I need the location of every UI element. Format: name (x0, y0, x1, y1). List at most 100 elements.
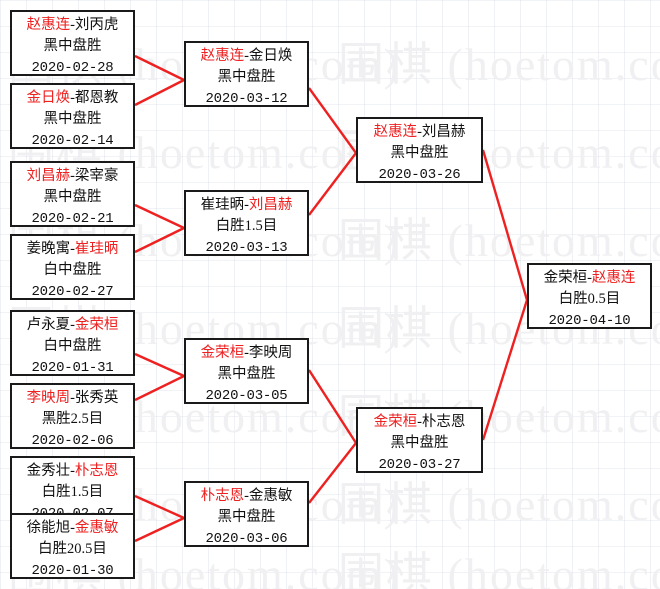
player-separator: - (70, 520, 75, 536)
match-players: 李映周-张秀英 (12, 388, 133, 409)
player-loser: 姜晚寓 (26, 241, 71, 257)
match-players: 金荣桓-李映周 (186, 343, 307, 364)
match-result: 黑中盘胜 (217, 69, 276, 86)
player-loser: 梁宰豪 (74, 168, 119, 184)
match-result: 黑中盘胜 (390, 145, 449, 162)
match-date: 2020-02-21 (31, 210, 114, 227)
match-date: 2020-02-28 (31, 59, 114, 76)
player-winner: 赵惠连 (591, 270, 636, 286)
connector-r1m4-to-r2m2 (134, 226, 185, 254)
match-result: 黑中盘胜 (217, 509, 276, 526)
connector-r1m7-to-r2m4 (134, 494, 185, 520)
connector-r1m3-to-r2m2 (134, 203, 185, 230)
match-result: 黑中盘胜 (43, 189, 102, 206)
watermark-text: 围棋 (hoetom.com) (338, 215, 660, 266)
match-players: 刘昌赫-梁宰豪 (12, 166, 133, 187)
connector-r3m1-to-r4m1 (481, 149, 529, 301)
match-date: 2020-02-06 (31, 432, 114, 449)
match-players: 赵惠连-刘丙虎 (12, 15, 133, 36)
connector-r3m2-to-r4m1 (481, 299, 529, 441)
player-separator: - (70, 390, 75, 406)
match-result: 黑中盘胜 (43, 38, 102, 55)
match-players: 金荣桓-朴志恩 (358, 412, 481, 433)
match-date: 2020-03-13 (205, 239, 288, 256)
match-result: 黑中盘胜 (217, 366, 276, 383)
match-players: 金荣桓-赵惠连 (529, 268, 650, 289)
player-winner: 赵惠连 (26, 17, 71, 33)
match-date: 2020-01-31 (31, 359, 114, 376)
watermark-text: 围棋 (hoetom.com) (338, 479, 660, 530)
player-winner: 金荣桓 (74, 317, 119, 333)
connector-r2m3-to-r3m2 (307, 369, 358, 444)
player-winner: 朴志恩 (74, 463, 119, 479)
player-loser: 刘昌赫 (421, 124, 466, 140)
connector-r2m1-to-r3m1 (308, 87, 357, 154)
match-box-r1m5[interactable]: 卢永夏-金荣桓白中盘胜 2020-01-31 (10, 310, 135, 376)
player-separator: - (417, 414, 422, 430)
match-box-r2m4[interactable]: 朴志恩-金惠敏黑中盘胜 2020-03-06 (184, 481, 309, 547)
connector-r2m4-to-r3m2 (308, 442, 357, 504)
player-winner: 崔珪昞 (74, 241, 119, 257)
match-result: 白胜1.5目 (215, 218, 278, 235)
player-separator: - (70, 90, 75, 106)
player-winner: 朴志恩 (200, 488, 245, 504)
match-date: 2020-02-14 (31, 132, 114, 149)
match-box-r1m8[interactable]: 徐能旭-金惠敏白胜20.5目 2020-01-30 (10, 513, 135, 579)
player-winner: 金日焕 (26, 90, 71, 106)
player-winner: 赵惠连 (373, 124, 418, 140)
player-loser: 徐能旭 (26, 520, 71, 536)
match-result: 白中盘胜 (43, 262, 102, 279)
match-players: 赵惠连-刘昌赫 (358, 122, 481, 143)
player-separator: - (587, 270, 592, 286)
connector-r1m2-to-r2m1 (134, 78, 185, 107)
player-loser: 刘丙虎 (74, 17, 119, 33)
match-players: 徐能旭-金惠敏 (12, 518, 133, 539)
player-loser: 张秀英 (74, 390, 119, 406)
watermark-text: 围棋 (hoetom.com) (338, 39, 660, 90)
match-box-r2m3[interactable]: 金荣桓-李映周黑中盘胜 2020-03-05 (184, 338, 309, 404)
player-loser: 金日焕 (248, 48, 293, 64)
match-result: 黑中盘胜 (43, 111, 102, 128)
player-winner: 赵惠连 (200, 48, 245, 64)
player-winner: 金荣桓 (373, 414, 418, 430)
match-date: 2020-03-27 (378, 456, 461, 473)
match-result: 白中盘胜 (43, 338, 102, 355)
match-date: 2020-04-10 (548, 312, 631, 329)
match-date: 2020-01-30 (31, 562, 114, 579)
match-result: 白胜20.5目 (38, 541, 107, 558)
player-separator: - (70, 17, 75, 33)
match-box-r3m1[interactable]: 赵惠连-刘昌赫黑中盘胜 2020-03-26 (356, 117, 483, 183)
connector-r1m5-to-r2m3 (134, 352, 185, 378)
player-winner: 金惠敏 (74, 520, 119, 536)
match-date: 2020-03-26 (378, 166, 461, 183)
match-players: 赵惠连-金日焕 (186, 46, 307, 67)
player-loser: 朴志恩 (421, 414, 466, 430)
player-loser: 金秀壮 (26, 463, 71, 479)
player-separator: - (417, 124, 422, 140)
match-box-r1m3[interactable]: 刘昌赫-梁宰豪黑中盘胜 2020-02-21 (10, 161, 135, 227)
player-winner: 李映周 (26, 390, 71, 406)
match-players: 金秀壮-朴志恩 (12, 461, 133, 482)
match-players: 崔珪昞-刘昌赫 (186, 195, 307, 216)
match-box-r2m2[interactable]: 崔珪昞-刘昌赫白胜1.5目 2020-03-13 (184, 190, 309, 256)
match-date: 2020-03-05 (205, 387, 288, 404)
watermark-text: 围棋 (hoetom.com) (338, 549, 660, 589)
player-separator: - (244, 488, 249, 504)
match-players: 金日焕-都恩教 (12, 88, 133, 109)
match-players: 卢永夏-金荣桓 (12, 315, 133, 336)
player-separator: - (244, 197, 249, 213)
match-box-r1m2[interactable]: 金日焕-都恩教黑中盘胜 2020-02-14 (10, 83, 135, 149)
match-box-r1m1[interactable]: 赵惠连-刘丙虎黑中盘胜 2020-02-28 (10, 10, 135, 76)
player-separator: - (70, 317, 75, 333)
match-players: 朴志恩-金惠敏 (186, 486, 307, 507)
player-loser: 金荣桓 (543, 270, 588, 286)
player-separator: - (70, 463, 75, 479)
player-separator: - (70, 241, 75, 257)
player-loser: 卢永夏 (26, 317, 71, 333)
match-date: 2020-03-06 (205, 530, 288, 547)
